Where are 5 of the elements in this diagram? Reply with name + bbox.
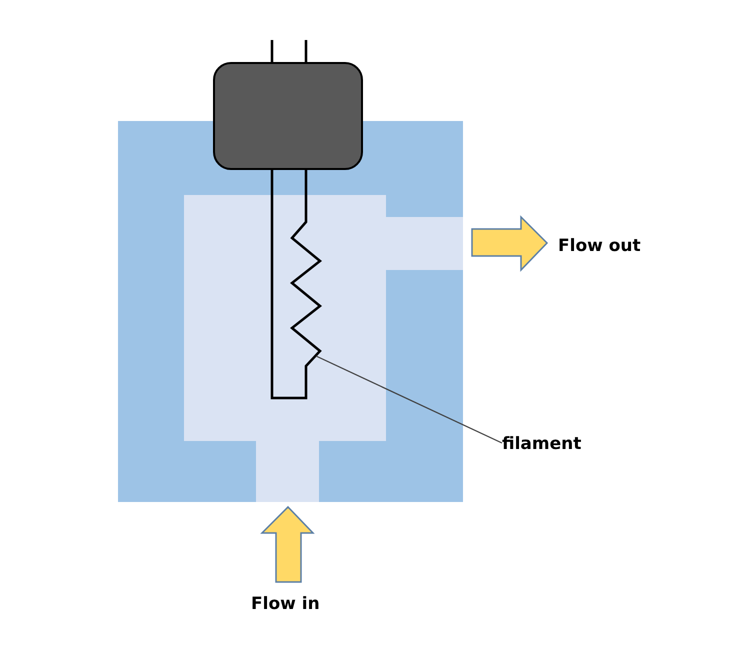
leader-line xyxy=(316,355,502,444)
inlet-label: Flow in xyxy=(251,594,320,614)
outlet-label: Flow out xyxy=(558,236,641,256)
part-label: filament xyxy=(502,434,582,454)
filament-wire xyxy=(270,170,322,400)
